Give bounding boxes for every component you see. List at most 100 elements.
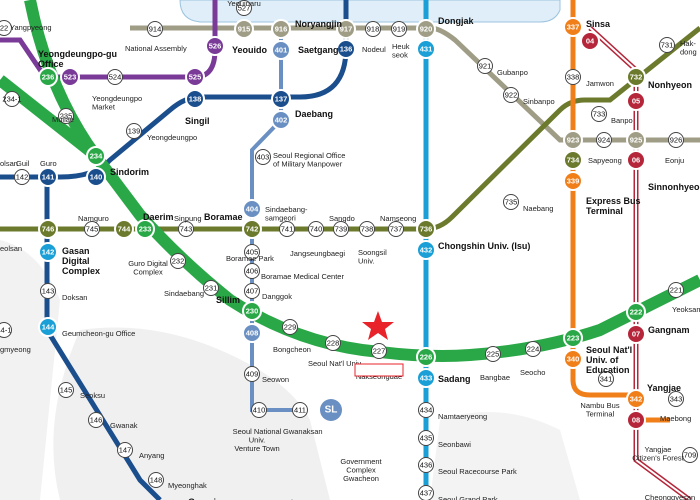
station-143[interactable]: 143	[40, 283, 56, 299]
station-342[interactable]: 342	[626, 389, 646, 409]
station-745[interactable]: 745	[84, 221, 100, 237]
station-709[interactable]: 709	[682, 447, 698, 463]
station-D04[interactable]: 04	[580, 31, 600, 51]
station-229[interactable]: 229	[282, 319, 298, 335]
station-409[interactable]: 409	[244, 366, 260, 382]
station-736[interactable]: 736	[416, 219, 436, 239]
station-341[interactable]: 341	[598, 371, 614, 387]
station-919[interactable]: 919	[391, 21, 407, 37]
station-D08[interactable]: 08	[626, 410, 646, 430]
station-410[interactable]: 410	[251, 402, 267, 418]
station-343[interactable]: 343	[668, 391, 684, 407]
station-916[interactable]: 916	[271, 19, 291, 39]
station-405[interactable]: 405	[244, 244, 260, 260]
station-232[interactable]: 232	[170, 253, 186, 269]
station-403[interactable]: 403	[255, 149, 271, 165]
station-742[interactable]: 742	[242, 219, 262, 239]
station-404[interactable]: 404	[242, 199, 262, 219]
station-223[interactable]: 223	[563, 328, 583, 348]
station-233[interactable]: 233	[135, 219, 155, 239]
station-338[interactable]: 338	[565, 69, 581, 85]
station-147[interactable]: 147	[117, 442, 133, 458]
station-731[interactable]: 731	[659, 37, 675, 53]
station-918[interactable]: 918	[365, 21, 381, 37]
station-148[interactable]: 148	[148, 472, 164, 488]
station-732[interactable]: 732	[626, 67, 646, 87]
station-140[interactable]: 140	[86, 167, 106, 187]
station-228[interactable]: 228	[325, 335, 341, 351]
station-221[interactable]: 221	[668, 282, 684, 298]
station-236[interactable]: 236	[38, 67, 58, 87]
station-339[interactable]: 339	[563, 171, 583, 191]
station-733[interactable]: 733	[591, 106, 607, 122]
station-146[interactable]: 146	[88, 412, 104, 428]
station-340[interactable]: 340	[563, 349, 583, 369]
station-920[interactable]: 920	[416, 19, 436, 39]
station-740[interactable]: 740	[308, 221, 324, 237]
station-406[interactable]: 406	[244, 263, 260, 279]
station-144[interactable]: 144	[38, 317, 58, 337]
station-914[interactable]: 914	[147, 21, 163, 37]
station-433[interactable]: 433	[416, 368, 436, 388]
station-D06[interactable]: 06	[626, 150, 646, 170]
station-22[interactable]: 22	[0, 20, 12, 36]
station-411[interactable]: 411	[292, 402, 308, 418]
station-235[interactable]: 235	[58, 108, 74, 124]
station-408[interactable]: 408	[242, 323, 262, 343]
station-434[interactable]: 434	[418, 402, 434, 418]
station-402[interactable]: 402	[271, 110, 291, 130]
station-743[interactable]: 743	[178, 221, 194, 237]
station-142b[interactable]: 142	[38, 242, 58, 262]
station-436[interactable]: 436	[418, 457, 434, 473]
station-435[interactable]: 435	[418, 430, 434, 446]
station-231[interactable]: 231	[203, 280, 219, 296]
location-star-marker[interactable]	[362, 311, 394, 340]
station-925[interactable]: 925	[626, 130, 646, 150]
station-526[interactable]: 526	[205, 36, 225, 56]
station-525[interactable]: 525	[185, 67, 205, 87]
station-227[interactable]: 227	[371, 343, 387, 359]
station-922[interactable]: 922	[503, 87, 519, 103]
station-744[interactable]: 744	[114, 219, 134, 239]
station-234[interactable]: 234	[86, 146, 106, 166]
station-137[interactable]: 137	[271, 89, 291, 109]
station-431[interactable]: 431	[416, 39, 436, 59]
station-44_1[interactable]: 44-1	[0, 322, 12, 338]
station-437[interactable]: 437	[418, 485, 434, 500]
station-926[interactable]: 926	[668, 132, 684, 148]
station-735[interactable]: 735	[503, 194, 519, 210]
station-923[interactable]: 923	[563, 130, 583, 150]
station-523[interactable]: 523	[60, 67, 80, 87]
station-746[interactable]: 746	[38, 219, 58, 239]
station-432[interactable]: 432	[416, 240, 436, 260]
station-222[interactable]: 222	[626, 302, 646, 322]
station-224[interactable]: 224	[525, 341, 541, 357]
station-921[interactable]: 921	[477, 58, 493, 74]
station-D07[interactable]: 07	[626, 324, 646, 344]
station-407[interactable]: 407	[244, 283, 260, 299]
station-924[interactable]: 924	[596, 132, 612, 148]
station-738[interactable]: 738	[359, 221, 375, 237]
station-230[interactable]: 230	[242, 301, 262, 321]
station-915[interactable]: 915	[234, 19, 254, 39]
station-139[interactable]: 139	[126, 123, 142, 139]
station-234_1[interactable]: 234-1	[2, 91, 22, 107]
station-138[interactable]: 138	[185, 89, 205, 109]
station-145[interactable]: 145	[58, 382, 74, 398]
station-337[interactable]: 337	[563, 17, 583, 37]
station-527[interactable]: 527	[236, 0, 252, 16]
station-142[interactable]: 142	[14, 169, 30, 185]
station-741[interactable]: 741	[279, 221, 295, 237]
station-401[interactable]: 401	[271, 40, 291, 60]
station-226[interactable]: 226	[416, 347, 436, 367]
station-917[interactable]: 917	[336, 19, 356, 39]
station-D05[interactable]: 05	[626, 91, 646, 111]
station-737[interactable]: 737	[388, 221, 404, 237]
station-734[interactable]: 734	[563, 150, 583, 170]
station-524[interactable]: 524	[107, 69, 123, 85]
station-225[interactable]: 225	[485, 346, 501, 362]
station-136[interactable]: 136	[336, 39, 356, 59]
station-141[interactable]: 141	[38, 167, 58, 187]
station-739[interactable]: 739	[333, 221, 349, 237]
